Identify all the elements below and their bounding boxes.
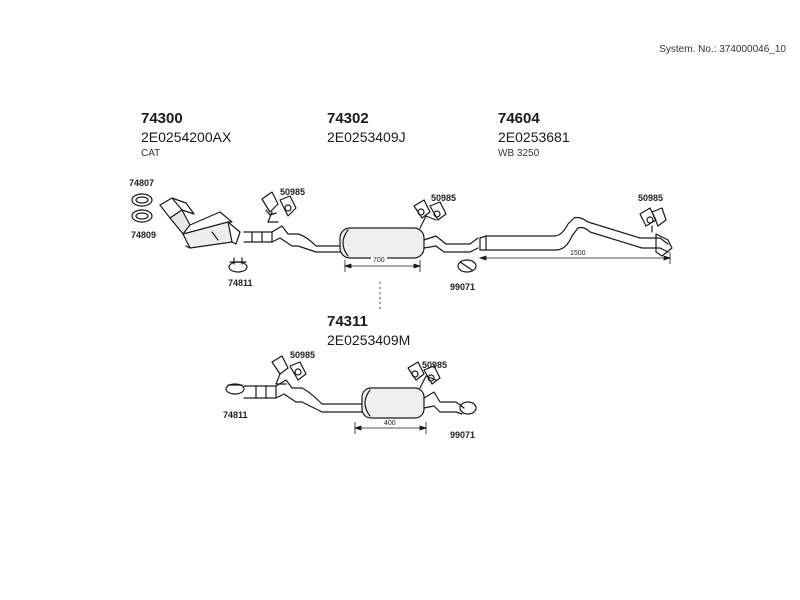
system-number: System. No.: 374000046_10 — [659, 44, 786, 55]
label-50985: 50985 — [422, 360, 448, 370]
clamp-74807-icon — [131, 193, 153, 207]
rear-pipe — [479, 216, 673, 257]
label-50985: 50985 — [638, 193, 664, 203]
group-74604: 74604 2E0253681 WB 3250 — [498, 110, 570, 162]
rubber-mount-50985-icon — [639, 207, 667, 233]
alternate-middle-silencer — [361, 387, 425, 419]
oem-number: 2E0253681 — [498, 129, 570, 145]
label-74807: 74807 — [129, 178, 155, 188]
group-74311: 74311 2E0253409M — [327, 313, 410, 349]
oem-number: 2E0254200AX — [141, 129, 232, 145]
rubber-mount-50985-icon — [271, 355, 307, 385]
part-code: 74311 — [327, 313, 368, 330]
label-99071: 99071 — [450, 282, 476, 292]
clamp-74811-icon — [225, 383, 245, 395]
rubber-mount-50985-icon — [407, 361, 441, 385]
label-99071: 99071 — [450, 430, 476, 440]
part-code: 74302 — [327, 110, 369, 127]
label-50985: 50985 — [290, 350, 316, 360]
part-note: CAT — [141, 148, 161, 159]
dimension-1500: 1500 — [568, 250, 588, 257]
label-74811: 74811 — [223, 410, 248, 420]
clamp-99071-icon — [459, 401, 477, 415]
label-50985: 50985 — [280, 187, 306, 197]
middle-silencer — [339, 227, 425, 259]
part-note: WB 3250 — [498, 148, 540, 159]
rubber-mount-50985-icon — [261, 191, 297, 223]
dimension-700: 700 — [371, 257, 387, 264]
oem-number: 2E0253409M — [327, 332, 411, 348]
group-74300: 74300 2E0254200AX CAT — [141, 110, 231, 162]
clamp-74811-icon — [228, 261, 248, 273]
clamp-74809-icon — [131, 209, 153, 223]
label-50985: 50985 — [431, 193, 457, 203]
alternate-front-pipe — [243, 379, 365, 405]
front-pipe — [243, 225, 343, 247]
catalytic-converter — [159, 197, 241, 249]
clamp-99071-icon — [457, 259, 477, 273]
label-74809: 74809 — [131, 230, 157, 240]
group-74302: 74302 2E0253409J — [327, 110, 406, 146]
label-74811: 74811 — [228, 278, 253, 288]
rubber-mount-50985-icon — [413, 199, 447, 221]
dimension-400: 400 — [382, 420, 398, 427]
part-code: 74604 — [498, 110, 540, 127]
part-code: 74300 — [141, 110, 183, 127]
oem-number: 2E0253409J — [327, 129, 406, 145]
